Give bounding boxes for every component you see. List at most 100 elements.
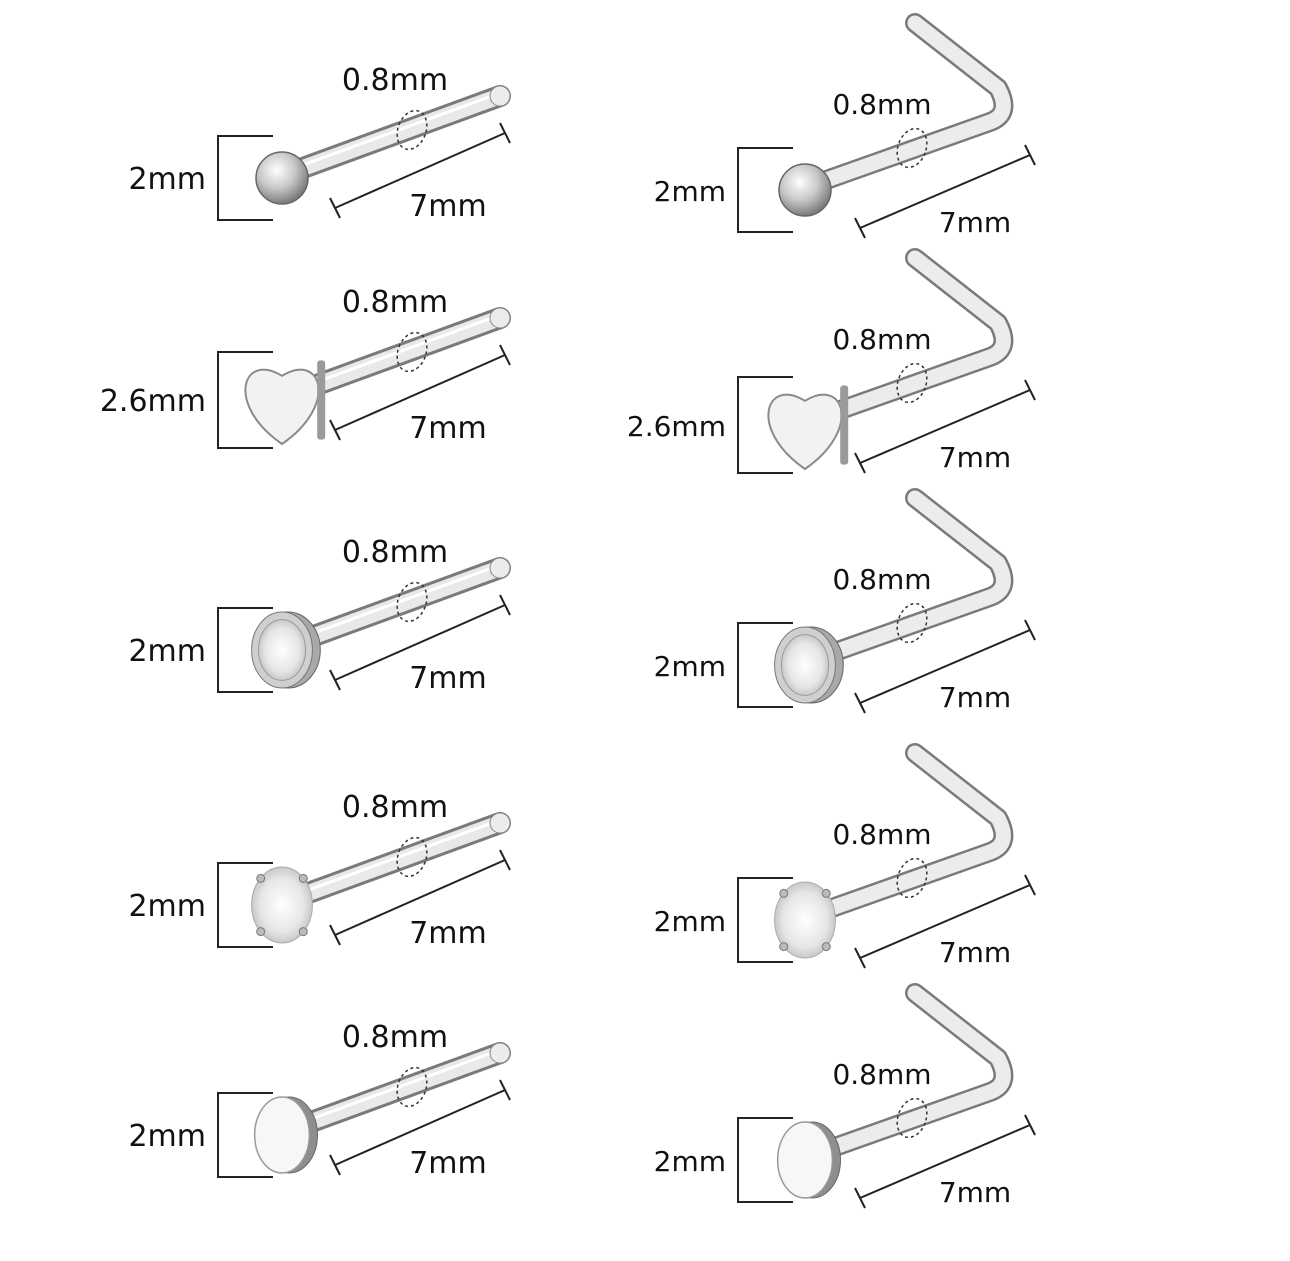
pin-body bbox=[284, 1045, 508, 1137]
pin-body bbox=[807, 745, 1011, 922]
pin-highlight bbox=[290, 91, 502, 171]
length-label: 7mm bbox=[409, 661, 487, 696]
length-dimension-line bbox=[859, 154, 1031, 229]
dimension-tick bbox=[1024, 619, 1036, 641]
gauge-marker bbox=[896, 1097, 928, 1139]
diameter-bracket bbox=[737, 376, 793, 474]
dimension-tick bbox=[499, 849, 511, 871]
gauge-marker bbox=[896, 857, 928, 899]
prong-crystal-head-icon bbox=[774, 881, 836, 959]
pin-body bbox=[807, 15, 1011, 192]
pin-body bbox=[807, 490, 1011, 667]
dimension-tick bbox=[1024, 1114, 1036, 1136]
diameter-label: 2.6mm bbox=[100, 384, 206, 419]
gauge-marker bbox=[396, 331, 428, 373]
gauge-marker bbox=[396, 581, 428, 623]
pin-highlight bbox=[290, 563, 502, 643]
prong bbox=[779, 942, 789, 952]
dimension-tick bbox=[499, 594, 511, 616]
length-dimension-line bbox=[334, 1089, 506, 1166]
prong bbox=[779, 888, 789, 898]
gauge-label: 0.8mm bbox=[342, 63, 448, 98]
nose-stud-item: 0.8mm 2mm 7mm bbox=[654, 488, 1036, 714]
pin-tip bbox=[489, 85, 511, 107]
length-label: 7mm bbox=[939, 681, 1011, 714]
gauge-label: 0.8mm bbox=[832, 563, 931, 596]
dimension-tick bbox=[854, 1187, 866, 1209]
nose-stud-item: 0.8mm 2mm 7mm bbox=[128, 63, 511, 224]
gauge-marker bbox=[396, 109, 428, 151]
length-dimension-line bbox=[859, 1124, 1031, 1199]
prong bbox=[298, 927, 308, 937]
dimension-tick bbox=[1024, 874, 1036, 896]
prong bbox=[256, 927, 266, 937]
diameter-label: 2.6mm bbox=[627, 410, 726, 443]
prong bbox=[821, 942, 831, 952]
length-label: 7mm bbox=[939, 1176, 1011, 1209]
diameter-bracket bbox=[217, 351, 273, 449]
dimension-tick bbox=[854, 217, 866, 239]
pin-body bbox=[284, 310, 508, 402]
dimension-tick bbox=[854, 947, 866, 969]
diameter-label: 2mm bbox=[654, 650, 726, 683]
nose-stud-item: 0.8mm 2mm 7mm bbox=[654, 983, 1036, 1209]
dimension-tick bbox=[1024, 144, 1036, 166]
diameter-label: 2mm bbox=[654, 175, 726, 208]
length-dimension-line bbox=[859, 884, 1031, 959]
diameter-label: 2mm bbox=[654, 905, 726, 938]
gauge-label: 0.8mm bbox=[832, 88, 931, 121]
gauge-marker bbox=[896, 362, 928, 404]
bezel-crystal-head-icon bbox=[780, 634, 830, 696]
prong-crystal-head-icon bbox=[251, 866, 313, 944]
length-dimension-line bbox=[859, 629, 1031, 704]
pin-tip bbox=[489, 1042, 511, 1064]
pin-body bbox=[807, 250, 1011, 427]
dimension-tick bbox=[499, 122, 511, 144]
diameter-bracket bbox=[737, 877, 793, 963]
diameter-label: 2mm bbox=[128, 889, 206, 924]
head-side bbox=[317, 360, 326, 440]
length-label: 7mm bbox=[939, 936, 1011, 969]
heart-head-icon bbox=[767, 393, 843, 471]
bezel-crystal-head-icon bbox=[257, 619, 307, 681]
dimension-tick bbox=[499, 1079, 511, 1101]
diameter-label: 2mm bbox=[128, 162, 206, 197]
gauge-label: 0.8mm bbox=[342, 790, 448, 825]
diameter-bracket bbox=[217, 862, 273, 948]
pin-body bbox=[807, 985, 1011, 1162]
length-label: 7mm bbox=[939, 441, 1011, 474]
gauge-label: 0.8mm bbox=[342, 285, 448, 320]
gauge-marker bbox=[896, 127, 928, 169]
head-side bbox=[840, 385, 849, 465]
gauge-label: 0.8mm bbox=[342, 535, 448, 570]
gauge-marker bbox=[896, 602, 928, 644]
pin-tip bbox=[489, 812, 511, 834]
diameter-bracket bbox=[737, 147, 793, 233]
pin-body bbox=[284, 560, 508, 652]
pin-highlight bbox=[290, 313, 502, 393]
dimension-tick bbox=[1024, 379, 1036, 401]
diameter-bracket bbox=[737, 1117, 793, 1203]
diameter-label: 2mm bbox=[654, 1145, 726, 1178]
flat-disc-head-icon bbox=[776, 1121, 834, 1199]
length-dimension-line bbox=[334, 354, 506, 431]
length-dimension-line bbox=[334, 859, 506, 936]
length-label: 7mm bbox=[409, 189, 487, 224]
ball-head-icon bbox=[255, 151, 309, 205]
dimension-tick bbox=[329, 197, 341, 219]
gauge-label: 0.8mm bbox=[342, 1020, 448, 1055]
pin-tip bbox=[489, 557, 511, 579]
dimension-tick bbox=[329, 669, 341, 691]
diameter-label: 2mm bbox=[128, 634, 206, 669]
dimension-tick bbox=[329, 419, 341, 441]
gauge-marker bbox=[396, 1066, 428, 1108]
dimension-tick bbox=[854, 452, 866, 474]
prong bbox=[256, 873, 266, 883]
gauge-label: 0.8mm bbox=[832, 1058, 931, 1091]
pin-highlight bbox=[290, 1048, 502, 1128]
